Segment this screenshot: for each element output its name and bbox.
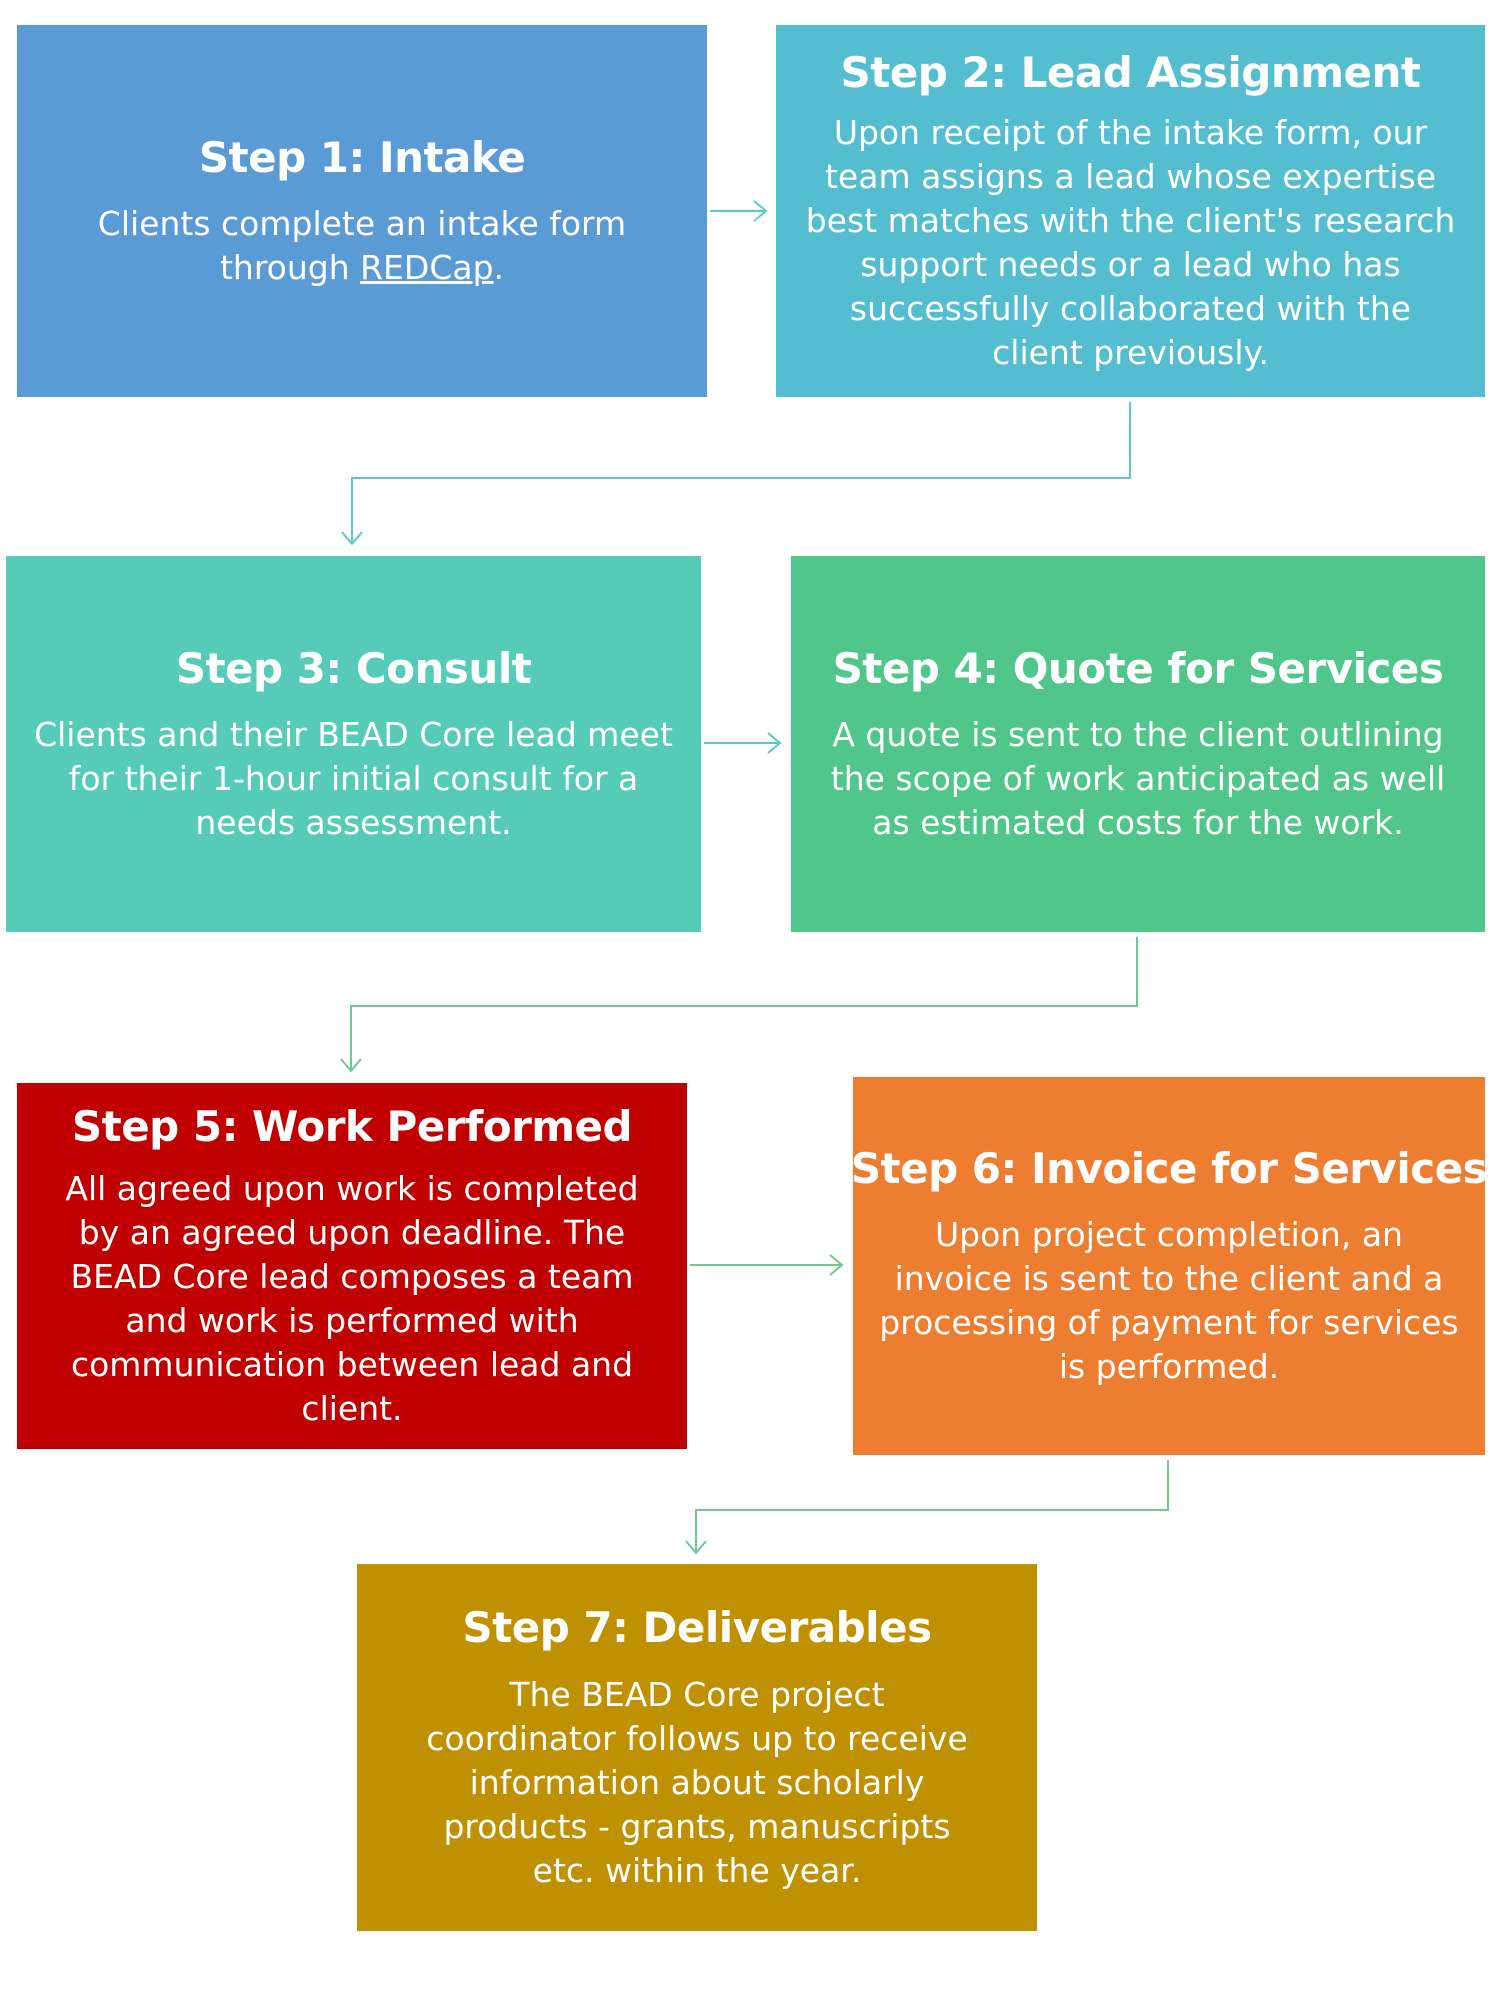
step-1-title: Step 1: Intake bbox=[198, 132, 526, 182]
arrow-step5-to-step6 bbox=[690, 1254, 844, 1276]
step-1-text-after-link: . bbox=[493, 248, 505, 288]
step-6-title: Step 6: Invoice for Services bbox=[850, 1143, 1488, 1193]
step-4-box: Step 4: Quote for Services A quote is se… bbox=[791, 556, 1485, 932]
step-2-text: Upon receipt of the intake form, our tea… bbox=[805, 113, 1456, 373]
step-6-box: Step 6: Invoice for Services Upon projec… bbox=[850, 1077, 1488, 1455]
arrow-step2-to-step3 bbox=[341, 402, 1131, 546]
step-7-text: The BEAD Core project coordinator follow… bbox=[426, 1674, 968, 1890]
arrow-step6-to-step7 bbox=[685, 1460, 1169, 1555]
step-7-box: Step 7: Deliverables The BEAD Core proje… bbox=[357, 1564, 1037, 1931]
step-2-title: Step 2: Lead Assignment bbox=[840, 47, 1421, 97]
arrow-step4-to-step5 bbox=[340, 937, 1138, 1073]
step-2-box: Step 2: Lead Assignment Upon receipt of … bbox=[776, 25, 1485, 397]
step-1-text-before-link: Clients complete an intake form through bbox=[97, 204, 627, 288]
step-4-title: Step 4: Quote for Services bbox=[832, 643, 1444, 693]
step-1-text: Clients complete an intake form through … bbox=[41, 202, 683, 290]
step-7-title: Step 7: Deliverables bbox=[462, 1603, 932, 1653]
redcap-link[interactable]: REDCap bbox=[360, 248, 494, 288]
step-5-title: Step 5: Work Performed bbox=[71, 1101, 633, 1151]
step-3-title: Step 3: Consult bbox=[175, 643, 532, 693]
step-6-text: Upon project completion, an invoice is s… bbox=[879, 1215, 1459, 1387]
arrow-step1-to-step2 bbox=[710, 200, 768, 222]
step-3-box: Step 3: Consult Clients and their BEAD C… bbox=[6, 556, 701, 932]
step-3-text: Clients and their BEAD Core lead meet fo… bbox=[34, 715, 673, 843]
step-4-text: A quote is sent to the client outlining … bbox=[830, 715, 1446, 843]
step-1-box: Step 1: Intake Clients complete an intak… bbox=[17, 25, 707, 397]
arrow-step3-to-step4 bbox=[704, 732, 782, 754]
step-5-box: Step 5: Work Performed All agreed upon w… bbox=[17, 1083, 687, 1449]
step-5-text: All agreed upon work is completed by an … bbox=[65, 1169, 639, 1429]
